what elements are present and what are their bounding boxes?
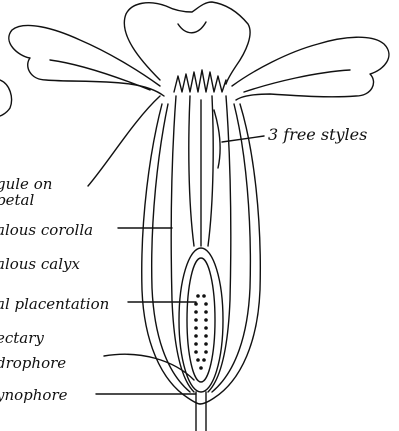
label-gynophore: ynophore	[0, 387, 68, 403]
right-petal	[232, 37, 389, 100]
left-petal	[9, 25, 164, 96]
style-right	[208, 96, 213, 246]
label-nectary-line2: drophore	[0, 355, 66, 371]
right-petal-vein	[244, 70, 350, 92]
style-tip-left	[214, 110, 220, 168]
label-placentation: al placentation	[0, 296, 109, 312]
left-edge-petal	[0, 80, 12, 116]
corolla-left	[171, 96, 194, 392]
style-left	[189, 96, 194, 246]
corona-fringe	[174, 70, 226, 92]
upper-petal	[124, 2, 250, 84]
label-ligule-line1: gule on	[0, 176, 52, 192]
gynophore	[196, 392, 206, 431]
ovules	[194, 294, 208, 370]
label-corolla: alous corolla	[0, 222, 93, 238]
label-ligule-line2: petal	[0, 192, 34, 208]
ovary	[179, 248, 223, 392]
label-nectary-line1: ectary	[0, 330, 44, 346]
label-calyx: alous calyx	[0, 256, 80, 272]
label-free-styles: 3 free styles	[268, 127, 367, 143]
upper-petal-notch	[178, 22, 206, 33]
ovary-inner	[187, 258, 215, 382]
